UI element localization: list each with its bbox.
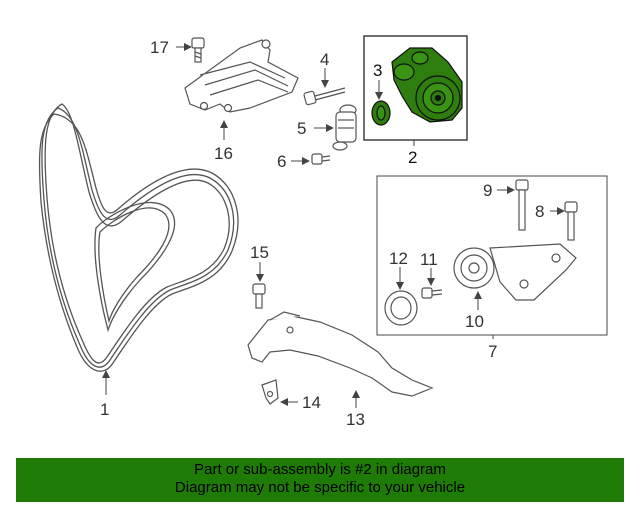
leader-lines: [102, 43, 565, 408]
belt-tensioner-assembly: [391, 47, 463, 123]
banner-line-1: Part or sub-assembly is #2 in diagram: [194, 461, 446, 478]
tensioner-cap: [371, 100, 391, 126]
bolt-17: [191, 37, 205, 63]
callout-9: 9: [483, 181, 492, 200]
callout-15: 15: [250, 243, 269, 262]
small-bracket: [261, 379, 279, 405]
bolt-8: [564, 201, 578, 241]
callout-16: 16: [214, 144, 233, 163]
callout-14: 14: [302, 393, 321, 412]
callout-1: 1: [100, 400, 109, 419]
bolt-11: [421, 287, 443, 299]
upper-bracket: [184, 39, 299, 113]
callout-8: 8: [535, 202, 544, 221]
callout-2: 2: [408, 148, 417, 167]
lower-bracket: [247, 311, 434, 397]
callout-13: 13: [346, 410, 365, 429]
callout-17: 17: [150, 38, 169, 57]
exploded-parts-diagram: 1 2 3 4 5 6 7 8 9 10 11 12 13 14 15 16 1…: [38, 35, 608, 429]
callout-12: 12: [389, 249, 408, 268]
callout-6: 6: [277, 152, 286, 171]
info-banner: Part or sub-assembly is #2 in diagram Di…: [16, 458, 624, 502]
pulley-cap: [384, 290, 418, 326]
bolt-4: [303, 87, 346, 106]
callout-3: 3: [373, 61, 382, 80]
callout-4: 4: [320, 50, 329, 69]
serpentine-belt: [38, 103, 239, 372]
callout-11: 11: [420, 250, 438, 269]
bolt-15: [252, 283, 266, 309]
idler-pulley-assembly: [453, 243, 577, 301]
bolt-6: [311, 153, 331, 165]
banner-line-2: Diagram may not be specific to your vehi…: [174, 479, 466, 496]
callout-10: 10: [465, 312, 484, 331]
tensioner-damper: [332, 104, 357, 151]
callout-5: 5: [297, 119, 306, 138]
callout-7: 7: [488, 342, 497, 361]
bolt-9: [515, 179, 529, 231]
